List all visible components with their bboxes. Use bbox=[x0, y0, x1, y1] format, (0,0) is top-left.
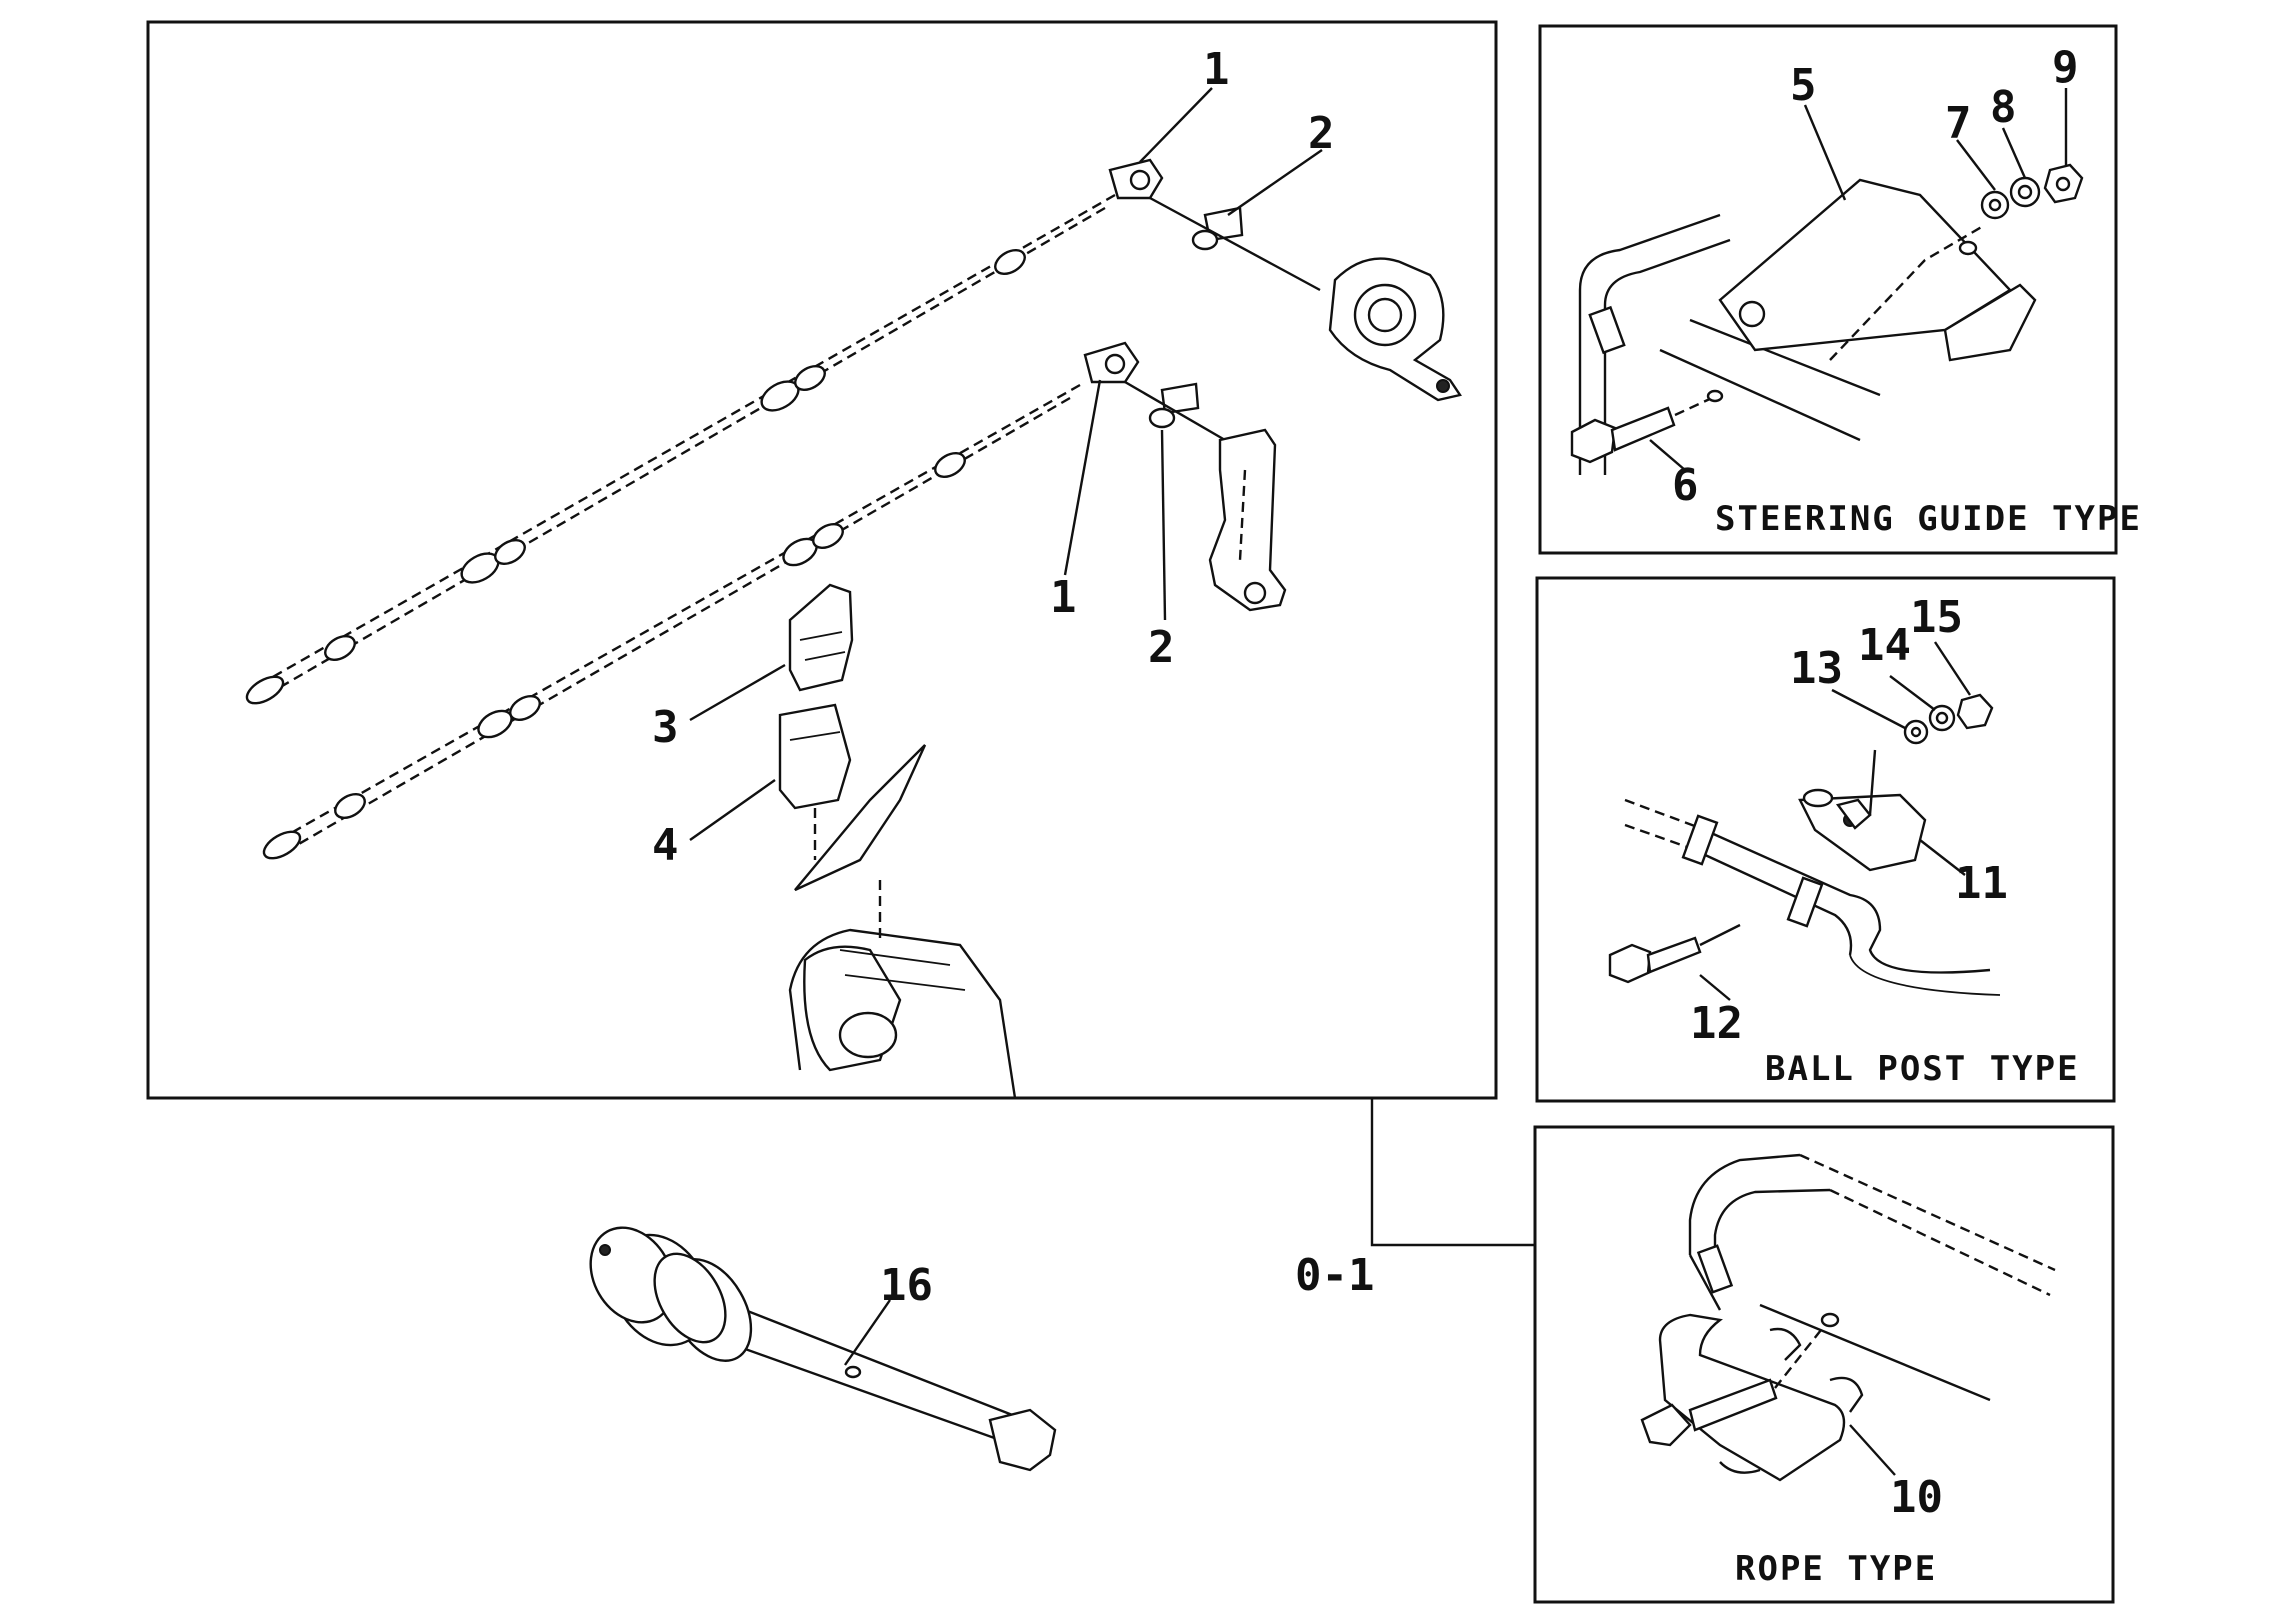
callout-1-lower: 1 bbox=[1050, 572, 1077, 623]
caption-rope: ROPE TYPE bbox=[1735, 1549, 1937, 1589]
callout-15: 15 bbox=[1910, 592, 1963, 643]
part-16-handle bbox=[589, 1226, 1057, 1472]
callout-11: 11 bbox=[1955, 858, 2008, 909]
callout-5: 5 bbox=[1790, 60, 1817, 111]
callout-2-lower: 2 bbox=[1148, 622, 1175, 673]
callout-14: 14 bbox=[1858, 620, 1911, 671]
steering-guide-panel bbox=[1538, 24, 2118, 555]
caption-ball-post: BALL POST TYPE bbox=[1765, 1049, 2080, 1089]
group-label: 0-1 bbox=[1295, 1250, 1374, 1301]
cable-clamp-upper bbox=[1108, 158, 1321, 292]
ball-post-panel bbox=[1535, 576, 2116, 1103]
callout-9: 9 bbox=[2052, 42, 2079, 93]
leader-1a bbox=[1139, 87, 1213, 163]
engine-fragment bbox=[788, 744, 1017, 1099]
caption-steering-guide: STEERING GUIDE TYPE bbox=[1715, 499, 2142, 539]
leader-1b bbox=[1063, 379, 1102, 576]
leader-2b bbox=[1160, 429, 1167, 621]
part-3 bbox=[689, 583, 854, 722]
callout-6: 6 bbox=[1672, 460, 1699, 511]
lower-cable bbox=[262, 383, 1081, 860]
upper-cable bbox=[245, 193, 1116, 705]
part-4 bbox=[689, 703, 852, 860]
main-panel bbox=[146, 20, 1498, 1100]
callout-13: 13 bbox=[1790, 643, 1843, 694]
group-connector bbox=[1370, 1098, 1535, 1247]
callout-10: 10 bbox=[1890, 1472, 1943, 1523]
callout-12: 12 bbox=[1690, 998, 1743, 1049]
callout-7: 7 bbox=[1945, 98, 1972, 149]
upper-bracket bbox=[1328, 257, 1462, 402]
callout-16: 16 bbox=[880, 1260, 933, 1311]
cable-clamp-lower bbox=[1083, 341, 1226, 442]
callout-4: 4 bbox=[652, 820, 679, 871]
callout-2-upper: 2 bbox=[1308, 108, 1335, 159]
lower-bracket bbox=[1208, 428, 1287, 612]
callout-3: 3 bbox=[652, 702, 679, 753]
rope-panel bbox=[1533, 1125, 2115, 1604]
callout-8: 8 bbox=[1990, 82, 2017, 133]
leader-2a bbox=[1227, 149, 1323, 216]
callout-1-upper: 1 bbox=[1203, 44, 1230, 95]
